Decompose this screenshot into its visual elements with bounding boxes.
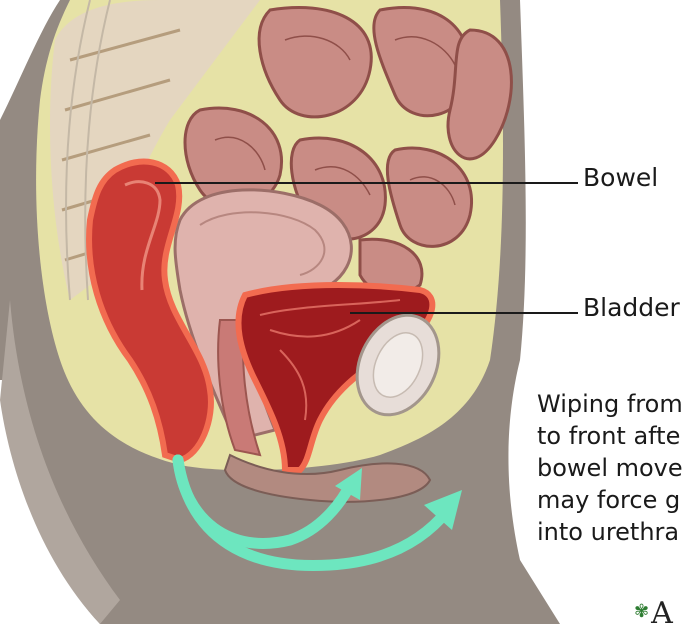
caption-line: into urethra [537, 516, 683, 548]
publisher-logo: ✾A [634, 596, 673, 631]
palm-leaf-icon: ✾ [634, 601, 649, 622]
caption-line: Wiping from [537, 388, 683, 420]
caption-line: may force g [537, 484, 683, 516]
bladder-label: Bladder [583, 293, 680, 322]
caption-text: Wiping from to front afte bowel move may… [537, 388, 683, 548]
caption-line: bowel move [537, 452, 683, 484]
caption-line: to front afte [537, 420, 683, 452]
logo-text: A [651, 596, 673, 631]
bowel-label: Bowel [583, 163, 658, 192]
